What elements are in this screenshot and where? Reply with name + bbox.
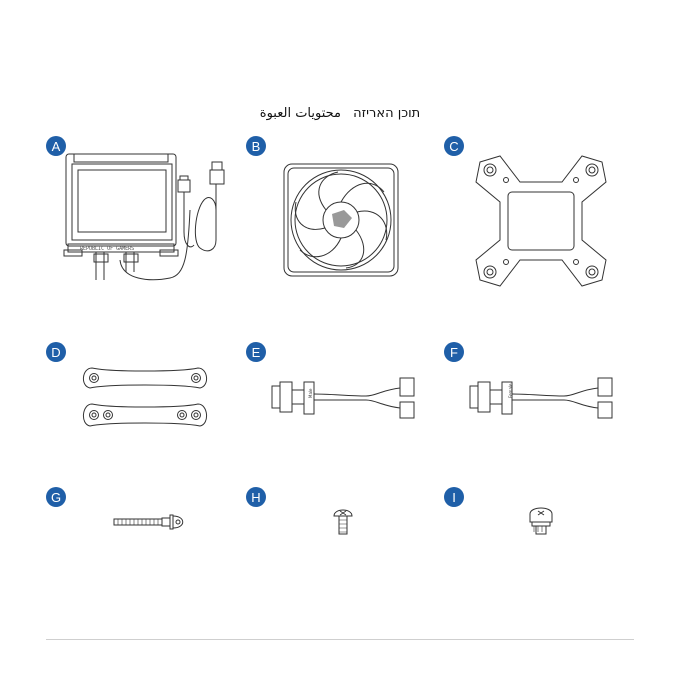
badge-g: G (46, 487, 66, 507)
badge-c: C (444, 136, 464, 156)
aio-pump-block-icon: REPUBLIC OF GAMERS (60, 150, 230, 290)
badge-e: E (246, 342, 266, 362)
fan-y-cable-male-icon: Male (270, 376, 418, 424)
short-screw-icon (332, 506, 354, 536)
thumb-screw-icon (528, 506, 554, 536)
badge-i: I (444, 487, 464, 507)
cable-label-e: Male (308, 388, 313, 398)
mounting-bracket-icon (470, 152, 612, 290)
badge-b: B (246, 136, 266, 156)
badge-h: H (246, 487, 266, 507)
fan-icon (282, 162, 400, 278)
package-contents-heading: תוכן האריזה محتويات العبوة (0, 106, 680, 121)
badge-d: D (46, 342, 66, 362)
brand-text: REPUBLIC OF GAMERS (80, 246, 134, 252)
heading-hebrew: תוכן האריזה (353, 106, 420, 121)
long-screw-icon (112, 512, 188, 532)
badge-f: F (444, 342, 464, 362)
heading-arabic: محتويات العبوة (260, 106, 341, 121)
fan-y-cable-female-icon: Female (468, 376, 616, 424)
backplate-bars-icon (80, 364, 210, 436)
footer-divider (46, 639, 634, 640)
cable-label-f: Female (508, 383, 513, 398)
